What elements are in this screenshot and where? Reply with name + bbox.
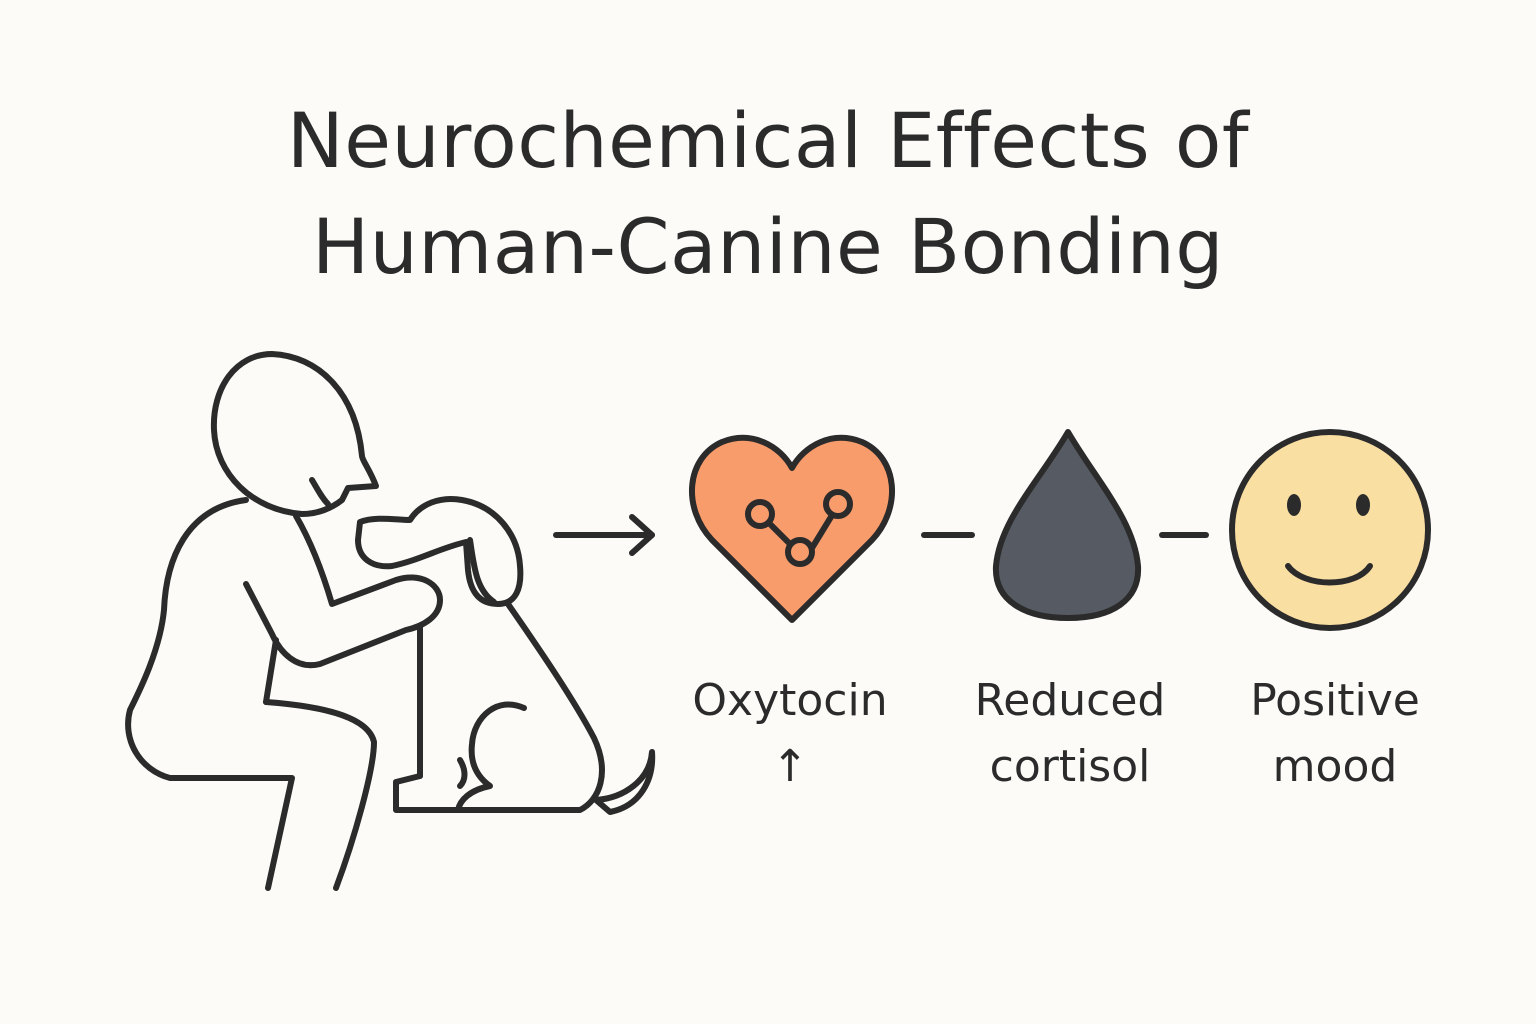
label-cortisol: Reduced cortisol (940, 668, 1200, 800)
smiley-right-eye (1356, 494, 1370, 516)
title-line-2: Human-Canine Bonding (311, 202, 1225, 291)
label-mood: Positive mood (1205, 668, 1465, 800)
page-title: Neurochemical Effects of Human-Canine Bo… (0, 88, 1536, 300)
heart-molecule-icon (689, 434, 895, 623)
label-mood-line-2: mood (1272, 741, 1398, 792)
title-line-1: Neurochemical Effects of (286, 96, 1250, 185)
person-hugging-dog-icon (125, 351, 656, 891)
label-oxytocin-line-1: Oxytocin (692, 675, 888, 726)
label-cortisol-line-2: cortisol (989, 741, 1151, 792)
label-oxytocin: Oxytocin ↑ (660, 668, 920, 800)
label-cortisol-line-1: Reduced (974, 675, 1166, 726)
right-arrow-icon (553, 514, 655, 556)
smiley-left-eye (1287, 494, 1301, 516)
label-oxytocin-arrow: ↑ (771, 741, 809, 792)
drop-icon (992, 429, 1142, 621)
label-mood-line-1: Positive (1250, 675, 1420, 726)
smiley-face-icon (1229, 429, 1431, 631)
